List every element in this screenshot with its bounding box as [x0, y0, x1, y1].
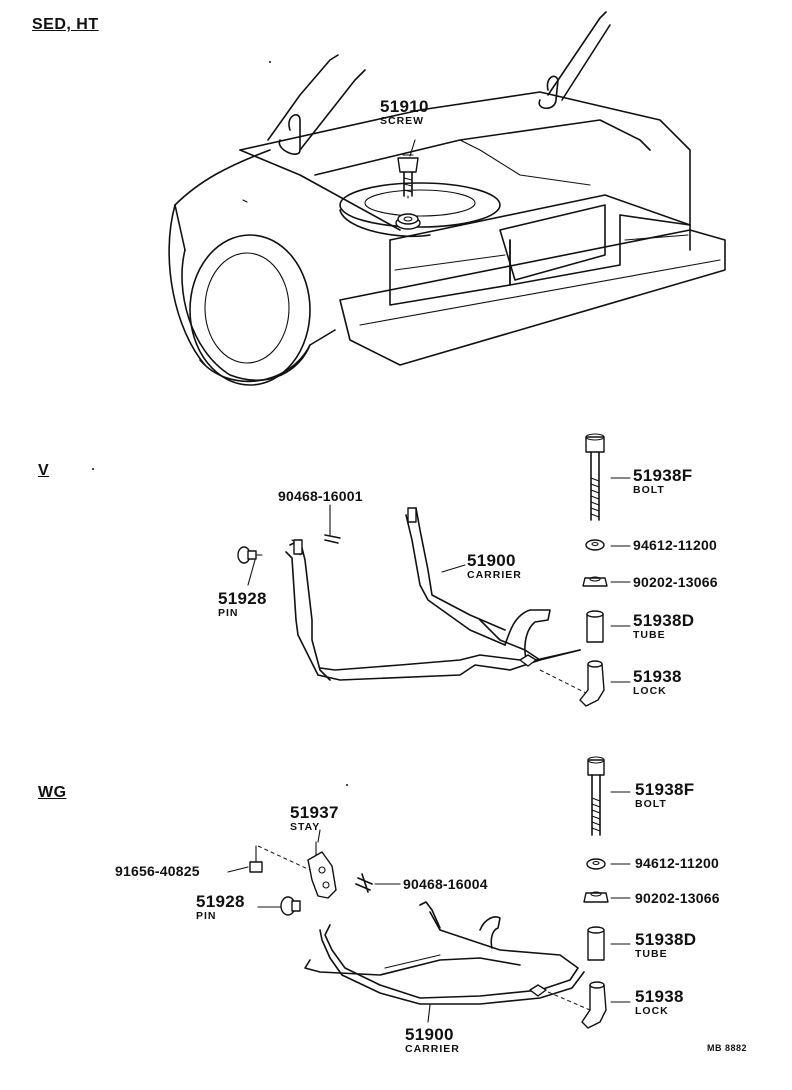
screw-part-name: SCREW [380, 115, 425, 127]
section-v-title: V [38, 462, 50, 479]
wg-label-bolt: 51938F BOLT [635, 781, 694, 810]
wg-carrier-part-number: 51900 [405, 1025, 454, 1044]
screw-51910-drawing [395, 139, 421, 230]
v-hardware-stack-drawing [579, 433, 608, 707]
wg-pin-part-name: PIN [196, 910, 217, 922]
v-pin-51928-drawing [237, 546, 263, 564]
wg-tube-part-number: 51938D [635, 930, 697, 949]
screw-part-number: 51910 [380, 97, 429, 116]
wg-label-stay: 51937 STAY [290, 804, 339, 833]
wg-bolt-91656-drawing [249, 845, 311, 873]
v-lock-part-name: LOCK [633, 685, 667, 697]
wg-tube-part-name: TUBE [635, 948, 668, 960]
v-nut-part-number: 90202-13066 [633, 574, 718, 590]
section-sed-ht-title: SED, HT [32, 16, 99, 33]
v-bolt-part-name: BOLT [633, 484, 665, 496]
v-carrier-part-number: 51900 [467, 551, 516, 570]
wg-bolt-small-part-number: 91656-40825 [115, 863, 200, 879]
wg-nut-part-number: 90202-13066 [635, 890, 720, 906]
wg-stay-drawing [307, 841, 337, 899]
wg-washer-part-number: 94612-11200 [635, 855, 719, 871]
v-carrier-drawing [285, 507, 591, 696]
v-bolt-part-number: 51938F [633, 466, 693, 485]
wg-pin-part-number: 51928 [196, 892, 245, 911]
wg-carrier-drawing [304, 901, 591, 1011]
wg-label-pin: 51928 PIN [196, 893, 245, 922]
wg-label-lock: 51938 LOCK [635, 988, 684, 1017]
v-label-carrier: 51900 CARRIER [467, 552, 522, 581]
label-screw: 51910 SCREW [380, 98, 429, 127]
v-clip-part-number: 90468-16001 [278, 488, 363, 504]
v-washer-part-number: 94612-11200 [633, 537, 717, 553]
wg-lock-part-name: LOCK [635, 1005, 669, 1017]
v-clip-90468-16001-drawing [324, 504, 341, 544]
v-tube-part-number: 51938D [633, 611, 695, 630]
car-rear-illustration [168, 11, 726, 386]
leader-lines [227, 477, 631, 1023]
wg-bolt-part-number: 51938F [635, 780, 695, 799]
wg-clip-90468-16004-drawing [355, 873, 373, 893]
v-label-pin: 51928 PIN [218, 590, 267, 619]
wg-bolt-part-name: BOLT [635, 798, 667, 810]
wg-clip-part-number: 90468-16004 [403, 876, 488, 892]
wg-hardware-stack-drawing [581, 756, 609, 1029]
wg-pin-51928-drawing [280, 896, 301, 916]
footer-code: MB 8882 [707, 1043, 748, 1053]
v-lock-part-number: 51938 [633, 667, 682, 686]
v-label-lock: 51938 LOCK [633, 668, 682, 697]
wg-stay-part-number: 51937 [290, 803, 339, 822]
wg-label-tube: 51938D TUBE [635, 931, 696, 960]
section-wg-title: WG [38, 784, 67, 801]
v-pin-part-number: 51928 [218, 589, 267, 608]
v-pin-part-name: PIN [218, 607, 239, 619]
wg-label-carrier: 51900 CARRIER [405, 1026, 460, 1055]
v-carrier-part-name: CARRIER [467, 569, 522, 581]
wg-carrier-part-name: CARRIER [405, 1043, 460, 1055]
wg-lock-part-number: 51938 [635, 987, 684, 1006]
v-label-tube: 51938D TUBE [633, 612, 694, 641]
wg-stay-part-name: STAY [290, 821, 321, 833]
v-label-bolt: 51938F BOLT [633, 467, 692, 496]
v-tube-part-name: TUBE [633, 629, 666, 641]
